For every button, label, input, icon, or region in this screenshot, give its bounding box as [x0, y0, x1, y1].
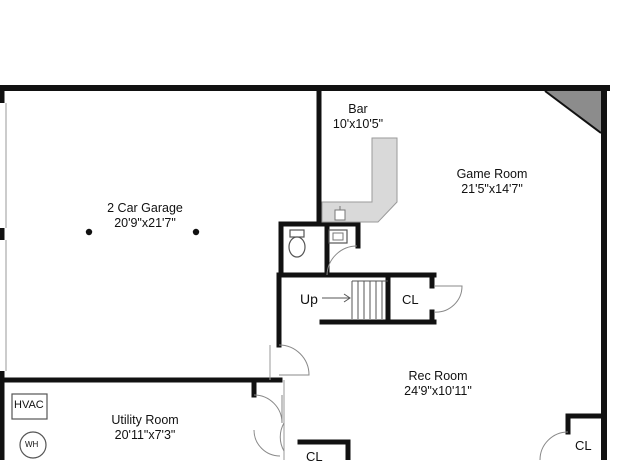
utility-door-swing [253, 394, 283, 424]
bar-counter [321, 137, 398, 223]
bar-label: Bar 10'x10'5" [318, 102, 398, 132]
garage-label: 2 Car Garage 20'9"x21'7" [90, 201, 200, 231]
garage-name: 2 Car Garage [107, 201, 183, 215]
bar-name: Bar [348, 102, 368, 116]
toilet-icon [288, 229, 306, 258]
water-heater-icon [19, 431, 47, 459]
utility-room-dims: 20'11"x7'3" [114, 428, 176, 442]
garage-door-swing [278, 344, 310, 376]
water-heater-label: WH [25, 440, 39, 449]
rec-room-name: Rec Room [408, 369, 468, 383]
stairs-up-label: Up [300, 291, 318, 307]
closet-right-label: CL [575, 438, 592, 453]
outer-walls [0, 85, 610, 460]
stairs-icon [322, 280, 388, 319]
hvac-label: HVAC [14, 399, 44, 411]
bar-sink-icon [334, 209, 346, 221]
closet-bottom-label: CL [306, 449, 323, 464]
hvac-box [11, 393, 48, 420]
game-room-name: Game Room [456, 167, 528, 181]
utility-room-name: Utility Room [111, 413, 179, 427]
garage-light-icon [85, 228, 93, 236]
utility-room-label: Utility Room 20'11"x7'3" [90, 413, 200, 443]
closet-stairs-label: CL [402, 292, 419, 307]
game-room-label: Game Room 21'5"x14'7" [432, 167, 552, 197]
game-room-dims: 21'5"x14'7" [461, 182, 523, 196]
interior-walls [0, 85, 607, 460]
closet-door-swing [433, 285, 463, 313]
closet-right-door-swing [539, 431, 569, 460]
garage-light-icon [192, 228, 200, 236]
rec-room-label: Rec Room 24'9"x10'11" [378, 369, 498, 399]
bar-dims: 10'x10'5" [332, 117, 384, 131]
garage-dims: 20'9"x21'7" [114, 216, 176, 230]
rec-room-dims: 24'9"x10'11" [404, 384, 472, 398]
